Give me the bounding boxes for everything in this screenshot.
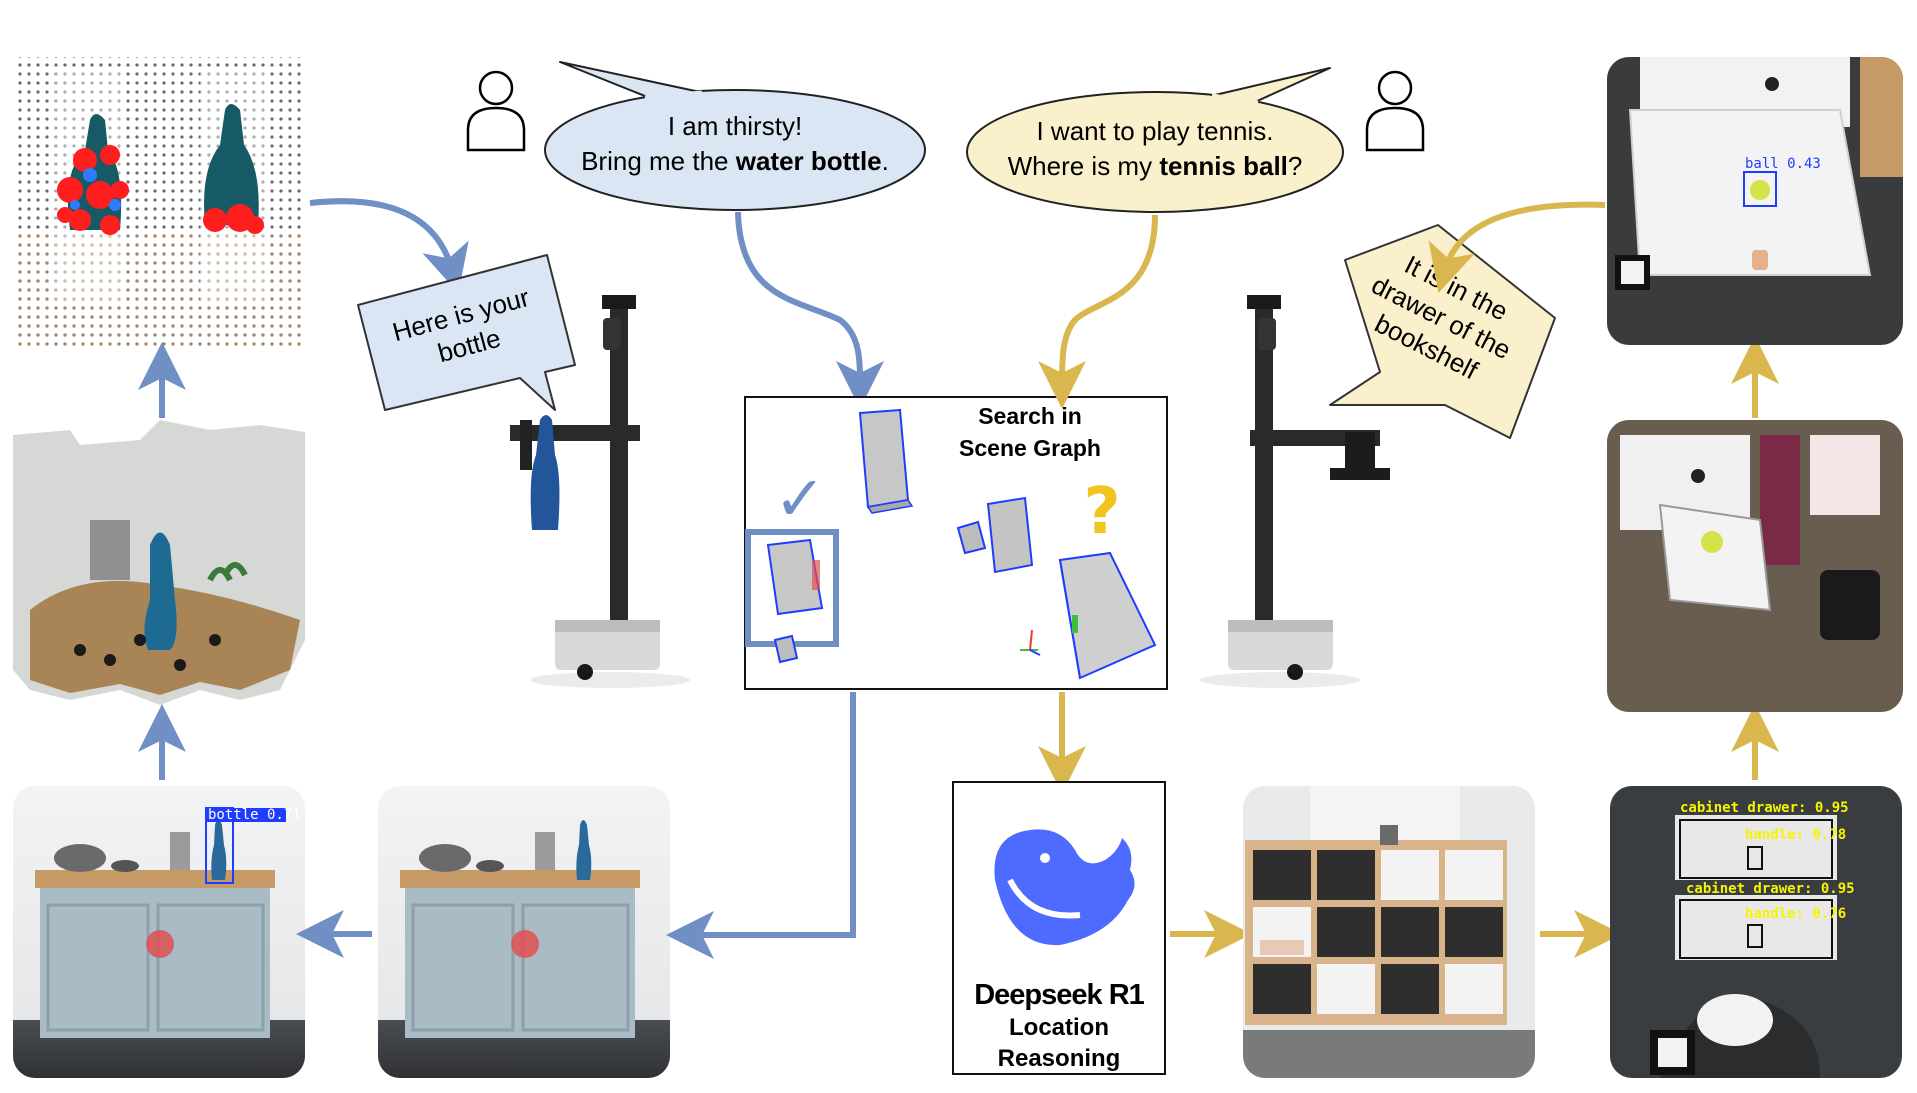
selected-bottle-node <box>745 529 839 664</box>
person-icon-left <box>466 70 526 152</box>
drawer-bubble: It is in the drawer of the bookshelf <box>1329 224 1556 439</box>
arrow-to-drawer-bubble <box>1428 201 1606 294</box>
ball-detection-photo <box>1607 57 1903 345</box>
reasoning-line1: Location <box>1009 1014 1109 1041</box>
drawer-detection-photo <box>1610 786 1902 1078</box>
question-icon: ? <box>1083 475 1120 549</box>
reasoning-line2: Reasoning <box>998 1045 1121 1072</box>
bottle-detection-label: bottle 0.71 <box>208 807 301 823</box>
check-icon: ✓ <box>774 462 826 535</box>
thirsty-line2: Bring me the water bottle. <box>581 146 889 176</box>
tennis-bubble: I want to play tennis. Where is my tenni… <box>966 67 1344 213</box>
scene-graph-panel: Search in Scene Graph ✓ ? <box>744 396 1168 690</box>
ball-detection-label: ball 0.43 <box>1745 156 1821 172</box>
drawer-node-mid <box>956 496 1034 574</box>
scene-graph-title2: Scene Graph <box>959 435 1101 461</box>
scene-graph-title1: Search in <box>978 403 1082 429</box>
cabinet-drawer-label-1: cabinet drawer: 0.95 <box>1680 800 1849 816</box>
reasoning-brand: Deepseek R1 <box>974 979 1144 1011</box>
handle-label-1: handle: 0.78 <box>1745 827 1846 843</box>
robot-icon-left <box>510 295 690 688</box>
arrow-to-here-bubble <box>309 198 469 294</box>
mesh-reconstruction <box>13 420 305 705</box>
tennis-line1: I want to play tennis. <box>1036 116 1273 146</box>
arrow-tennis-to-scene <box>1038 214 1158 409</box>
robot-icon-right <box>1200 295 1390 688</box>
bookshelf-photo <box>1243 786 1535 1078</box>
cabinet-drawer-label-2: cabinet drawer: 0.95 <box>1686 881 1855 897</box>
bookshelf-node-right <box>1058 551 1157 680</box>
thirsty-line1: I am thirsty! <box>668 111 802 141</box>
arrow-to-scene-graph <box>735 211 884 409</box>
here-is-your-bottle-bubble: Here is your bottle <box>357 254 576 411</box>
arrow-scene-to-kitchen <box>666 692 856 959</box>
bookshelf-node-top <box>858 408 914 514</box>
axes-gizmo <box>1020 629 1041 656</box>
point-cloud <box>13 57 306 347</box>
handle-label-2: handle: 0.76 <box>1745 906 1846 922</box>
drawer-opening-photo <box>1607 420 1903 712</box>
person-icon-right <box>1365 70 1425 152</box>
whale-logo-icon <box>994 829 1135 946</box>
reasoning-panel: Deepseek R1 Location Reasoning <box>952 781 1166 1075</box>
thirsty-bubble: I am thirsty! Bring me the water bottle. <box>544 61 926 211</box>
kitchen-photo-detected <box>13 786 305 1078</box>
kitchen-photo <box>378 786 670 1078</box>
tennis-line2: Where is my tennis ball? <box>1008 151 1303 181</box>
